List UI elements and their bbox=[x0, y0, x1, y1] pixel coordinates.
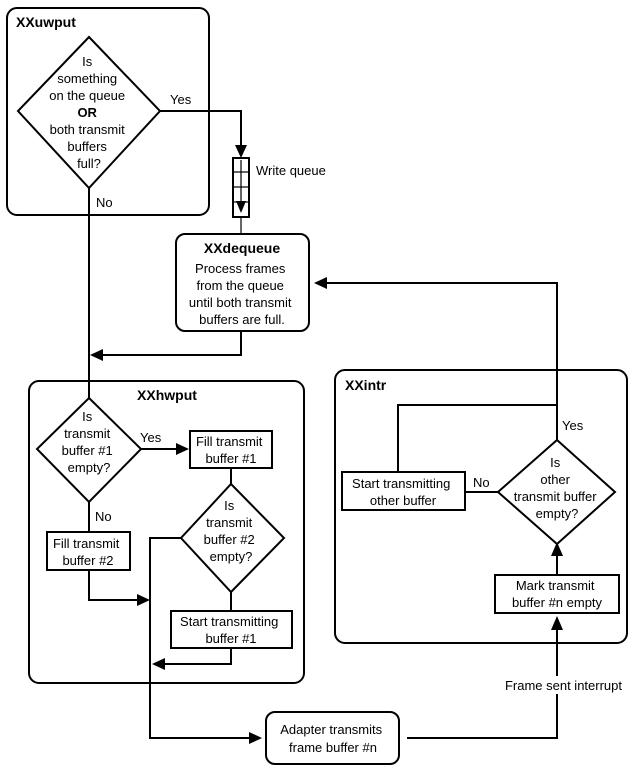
process-fill-buffer1 bbox=[189, 430, 273, 469]
arrowhead bbox=[176, 443, 189, 455]
decision-uwput bbox=[16, 35, 162, 190]
label-buf1-yes: Yes bbox=[140, 430, 162, 445]
label-bg bbox=[488, 676, 626, 694]
start-buffer1-text: Start transmitting buffer #1 bbox=[180, 614, 282, 646]
decision-other-buffer-empty bbox=[496, 438, 617, 546]
label-buf1-no: No bbox=[95, 509, 112, 524]
process-mark-buffer-empty bbox=[494, 574, 620, 614]
decision-other-text: Is other transmit buffer empty? bbox=[514, 455, 600, 521]
decision-buffer1-empty bbox=[35, 396, 143, 504]
write-queue bbox=[232, 157, 250, 218]
edge-startother-loop bbox=[397, 404, 557, 472]
edge-startbuf1-return bbox=[165, 648, 232, 665]
adapter-text: Adapter transmits frame buffer #n bbox=[280, 722, 386, 755]
edge-fillbuf2-merge bbox=[88, 570, 137, 601]
arrowhead bbox=[137, 594, 150, 606]
decision-buffer2-text: Is transmit buffer #2 empty? bbox=[204, 498, 259, 564]
decision-uwput-text: Is something on the queue OR both transm… bbox=[49, 54, 129, 171]
arrowhead bbox=[152, 658, 165, 670]
arrowhead bbox=[90, 349, 103, 361]
start-other-text: Start transmitting other buffer bbox=[352, 476, 454, 508]
edge-intr-to-dequeue bbox=[327, 282, 558, 440]
fill-buffer1-text: Fill transmit buffer #1 bbox=[196, 434, 266, 466]
arrowhead bbox=[249, 732, 262, 744]
label-other-no: No bbox=[473, 475, 490, 490]
group-xxuwput-title: XXuwput bbox=[16, 14, 76, 30]
label-uwput-no: No bbox=[96, 195, 113, 210]
arrowhead bbox=[314, 277, 327, 289]
label-frame-sent-interrupt: Frame sent interrupt bbox=[505, 678, 622, 693]
group-xxintr bbox=[334, 369, 628, 644]
label-uwput-yes: Yes bbox=[170, 92, 192, 107]
edge-to-adapter bbox=[149, 537, 249, 739]
fill-buffer2-text: Fill transmit buffer #2 bbox=[53, 536, 123, 568]
process-start-other-buffer bbox=[341, 471, 466, 511]
arrowhead bbox=[235, 145, 247, 158]
process-start-buffer1 bbox=[170, 610, 293, 649]
process-xxdequeue bbox=[175, 233, 310, 332]
process-adapter-transmits bbox=[265, 711, 400, 765]
group-xxintr-title: XXintr bbox=[345, 377, 387, 393]
write-queue-label: Write queue bbox=[256, 163, 326, 178]
arrowhead bbox=[551, 542, 563, 556]
label-other-yes: Yes bbox=[562, 418, 584, 433]
decision-buffer1-text: Is transmit buffer #1 empty? bbox=[62, 409, 117, 475]
arrowhead bbox=[551, 616, 563, 630]
group-xxhwput bbox=[28, 380, 305, 684]
dequeue-text: Process frames from the queue until both… bbox=[189, 261, 295, 327]
group-xxhwput-title: XXhwput bbox=[137, 387, 197, 403]
edge-dequeue-return bbox=[103, 331, 242, 356]
process-fill-buffer2 bbox=[46, 531, 131, 571]
mark-empty-text: Mark transmit buffer #n empty bbox=[512, 578, 603, 610]
edge-frame-sent bbox=[407, 630, 558, 739]
dequeue-title: XXdequeue bbox=[204, 240, 280, 256]
decision-buffer2-empty bbox=[179, 482, 286, 594]
edge-uwput-yes bbox=[160, 110, 242, 145]
